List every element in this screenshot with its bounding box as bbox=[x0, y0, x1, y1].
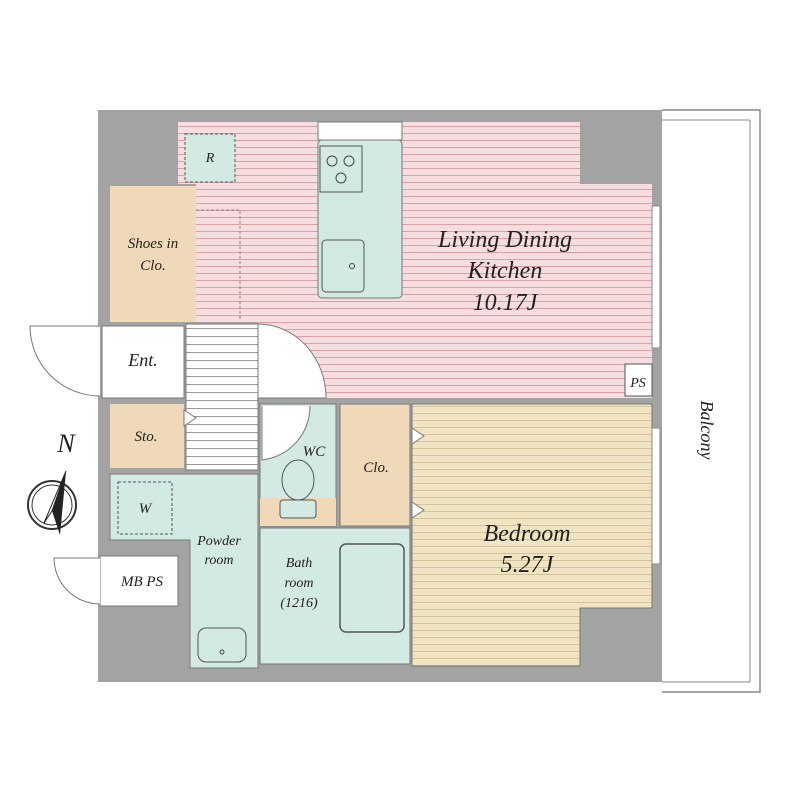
bedroom-size: 5.27J bbox=[501, 552, 555, 578]
ldk-label-2: Kitchen bbox=[467, 258, 543, 284]
powder-room-label-2: room bbox=[204, 553, 233, 568]
balcony bbox=[662, 109, 761, 693]
hallway[interactable] bbox=[185, 323, 259, 471]
burner-icon bbox=[326, 155, 338, 167]
compass-icon bbox=[27, 470, 77, 535]
toilet-tank bbox=[279, 499, 317, 519]
washer-label: W bbox=[139, 501, 153, 517]
entrance-door[interactable] bbox=[29, 325, 101, 397]
stove[interactable] bbox=[319, 145, 363, 193]
storage-door-marker bbox=[183, 409, 197, 427]
pipe-space-label: PS bbox=[629, 376, 646, 391]
entrance[interactable] bbox=[101, 325, 185, 399]
balcony-label: Balcony bbox=[697, 401, 717, 460]
wc-label: WC bbox=[303, 444, 326, 460]
burner-icon bbox=[343, 155, 355, 167]
refrigerator-label: R bbox=[205, 151, 215, 166]
refrigerator[interactable] bbox=[184, 133, 236, 183]
drain-icon bbox=[219, 649, 225, 655]
wc-door[interactable] bbox=[261, 405, 311, 461]
window[interactable] bbox=[651, 427, 661, 565]
washer-space[interactable] bbox=[117, 481, 173, 535]
bedroom-floor[interactable] bbox=[411, 403, 653, 667]
bathroom-size: (1216) bbox=[280, 596, 318, 611]
drain-icon bbox=[349, 263, 355, 269]
toilet-icon[interactable] bbox=[281, 459, 315, 501]
ceiling-line bbox=[196, 209, 241, 320]
shoes-closet-label-2: Clo. bbox=[140, 258, 165, 274]
powder-room-label: Powder bbox=[196, 534, 241, 549]
bedroom-label: Bedroom bbox=[483, 521, 570, 547]
north-label: N bbox=[56, 429, 76, 458]
bathroom-label: Bath bbox=[286, 556, 312, 571]
meter-box-pipe-space bbox=[99, 555, 179, 607]
closet[interactable] bbox=[339, 403, 411, 527]
mbps-door[interactable] bbox=[53, 557, 101, 605]
closet-door-marker bbox=[411, 427, 425, 445]
window[interactable] bbox=[651, 205, 661, 349]
mbps-label: MB PS bbox=[120, 574, 164, 590]
vanity-sink[interactable] bbox=[197, 627, 247, 663]
bathtub[interactable] bbox=[339, 543, 405, 633]
ldk-label: Living Dining bbox=[437, 227, 572, 253]
shoes-closet[interactable] bbox=[110, 186, 196, 322]
entrance-label: Ent. bbox=[127, 350, 158, 370]
bathroom-label-2: room bbox=[284, 576, 313, 591]
pipe-space bbox=[624, 363, 653, 397]
closet-door-marker bbox=[411, 501, 425, 519]
ldk-floor bbox=[178, 122, 652, 398]
ldk-size: 10.17J bbox=[473, 290, 539, 316]
ldk-door[interactable] bbox=[257, 323, 327, 399]
storage[interactable] bbox=[110, 404, 184, 468]
storage-label: Sto. bbox=[135, 429, 158, 445]
closet-label: Clo. bbox=[363, 460, 388, 476]
kitchen-sink[interactable] bbox=[321, 239, 365, 293]
shoes-closet-label: Shoes in bbox=[128, 236, 178, 252]
kitchen-backsplash bbox=[317, 121, 403, 141]
burner-icon bbox=[335, 172, 347, 184]
